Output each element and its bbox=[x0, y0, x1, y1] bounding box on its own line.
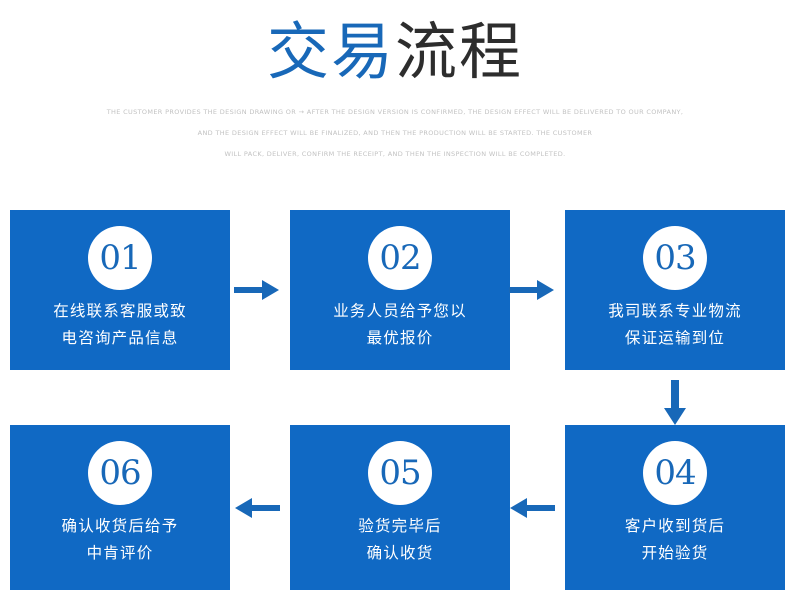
arrow-left-icon-05-06 bbox=[234, 495, 280, 521]
step-text-04: 客户收到货后 开始验货 bbox=[565, 513, 785, 567]
step-number-circle-06: 06 bbox=[88, 441, 152, 505]
step-text-01: 在线联系客服或致 电咨询产品信息 bbox=[10, 298, 230, 352]
step-number-circle-02: 02 bbox=[368, 226, 432, 290]
page-title-dark: 流程 bbox=[395, 15, 524, 88]
step-number-02: 02 bbox=[379, 238, 421, 278]
step-number-circle-04: 04 bbox=[643, 441, 707, 505]
step-number-03: 03 bbox=[654, 238, 696, 278]
step-card-03[interactable]: 03 我司联系专业物流 保证运输到位 bbox=[565, 210, 785, 370]
step-text-05: 验货完毕后 确认收货 bbox=[290, 513, 510, 567]
arrow-down-icon-03-04 bbox=[662, 380, 688, 426]
step-number-04: 04 bbox=[654, 453, 696, 493]
arrow-left-icon-04-05 bbox=[509, 495, 555, 521]
step-text-line-1: 业务人员给予您以 bbox=[333, 302, 467, 320]
subtitle-line-2: AND THE DESIGN EFFECT WILL BE FINALIZED,… bbox=[197, 129, 593, 137]
step-text-line-2: 确认收货 bbox=[366, 544, 434, 562]
step-text-06: 确认收货后给予 中肯评价 bbox=[10, 513, 230, 567]
step-number-circle-05: 05 bbox=[368, 441, 432, 505]
step-card-02[interactable]: 02 业务人员给予您以 最优报价 bbox=[290, 210, 510, 370]
step-text-line-2: 中肯评价 bbox=[86, 544, 154, 562]
page-title-blue: 交易 bbox=[266, 15, 395, 88]
step-text-line-2: 开始验货 bbox=[641, 544, 709, 562]
step-text-02: 业务人员给予您以 最优报价 bbox=[290, 298, 510, 352]
step-text-line-2: 保证运输到位 bbox=[624, 329, 726, 347]
step-text-line-1: 确认收货后给予 bbox=[61, 517, 179, 535]
steps-grid: 01 在线联系客服或致 电咨询产品信息 02 业务人员给予您以 最优报价 bbox=[0, 210, 790, 600]
header: 交易流程 THE CUSTOMER PROVIDES THE DESIGN DR… bbox=[0, 14, 790, 165]
step-card-06[interactable]: 06 确认收货后给予 中肯评价 bbox=[10, 425, 230, 590]
subtitle-block: THE CUSTOMER PROVIDES THE DESIGN DRAWING… bbox=[0, 102, 790, 165]
step-card-05[interactable]: 05 验货完毕后 确认收货 bbox=[290, 425, 510, 590]
arrow-right-icon-02-03 bbox=[509, 277, 555, 303]
subtitle-line-1: THE CUSTOMER PROVIDES THE DESIGN DRAWING… bbox=[106, 108, 684, 116]
step-text-line-1: 我司联系专业物流 bbox=[608, 302, 742, 320]
step-text-line-2: 电咨询产品信息 bbox=[61, 329, 179, 347]
step-card-01[interactable]: 01 在线联系客服或致 电咨询产品信息 bbox=[10, 210, 230, 370]
subtitle-line-3: WILL PACK, DELIVER, CONFIRM THE RECEIPT,… bbox=[224, 150, 566, 158]
arrow-right-icon-01-02 bbox=[234, 277, 280, 303]
page-title: 交易流程 bbox=[0, 14, 790, 90]
step-text-line-1: 客户收到货后 bbox=[624, 517, 726, 535]
step-text-03: 我司联系专业物流 保证运输到位 bbox=[565, 298, 785, 352]
step-number-06: 06 bbox=[99, 453, 141, 493]
step-number-circle-01: 01 bbox=[88, 226, 152, 290]
step-text-line-1: 验货完毕后 bbox=[358, 517, 442, 535]
step-text-line-1: 在线联系客服或致 bbox=[53, 302, 187, 320]
step-number-circle-03: 03 bbox=[643, 226, 707, 290]
step-number-05: 05 bbox=[379, 453, 421, 493]
step-text-line-2: 最优报价 bbox=[366, 329, 434, 347]
step-card-04[interactable]: 04 客户收到货后 开始验货 bbox=[565, 425, 785, 590]
step-number-01: 01 bbox=[99, 238, 141, 278]
